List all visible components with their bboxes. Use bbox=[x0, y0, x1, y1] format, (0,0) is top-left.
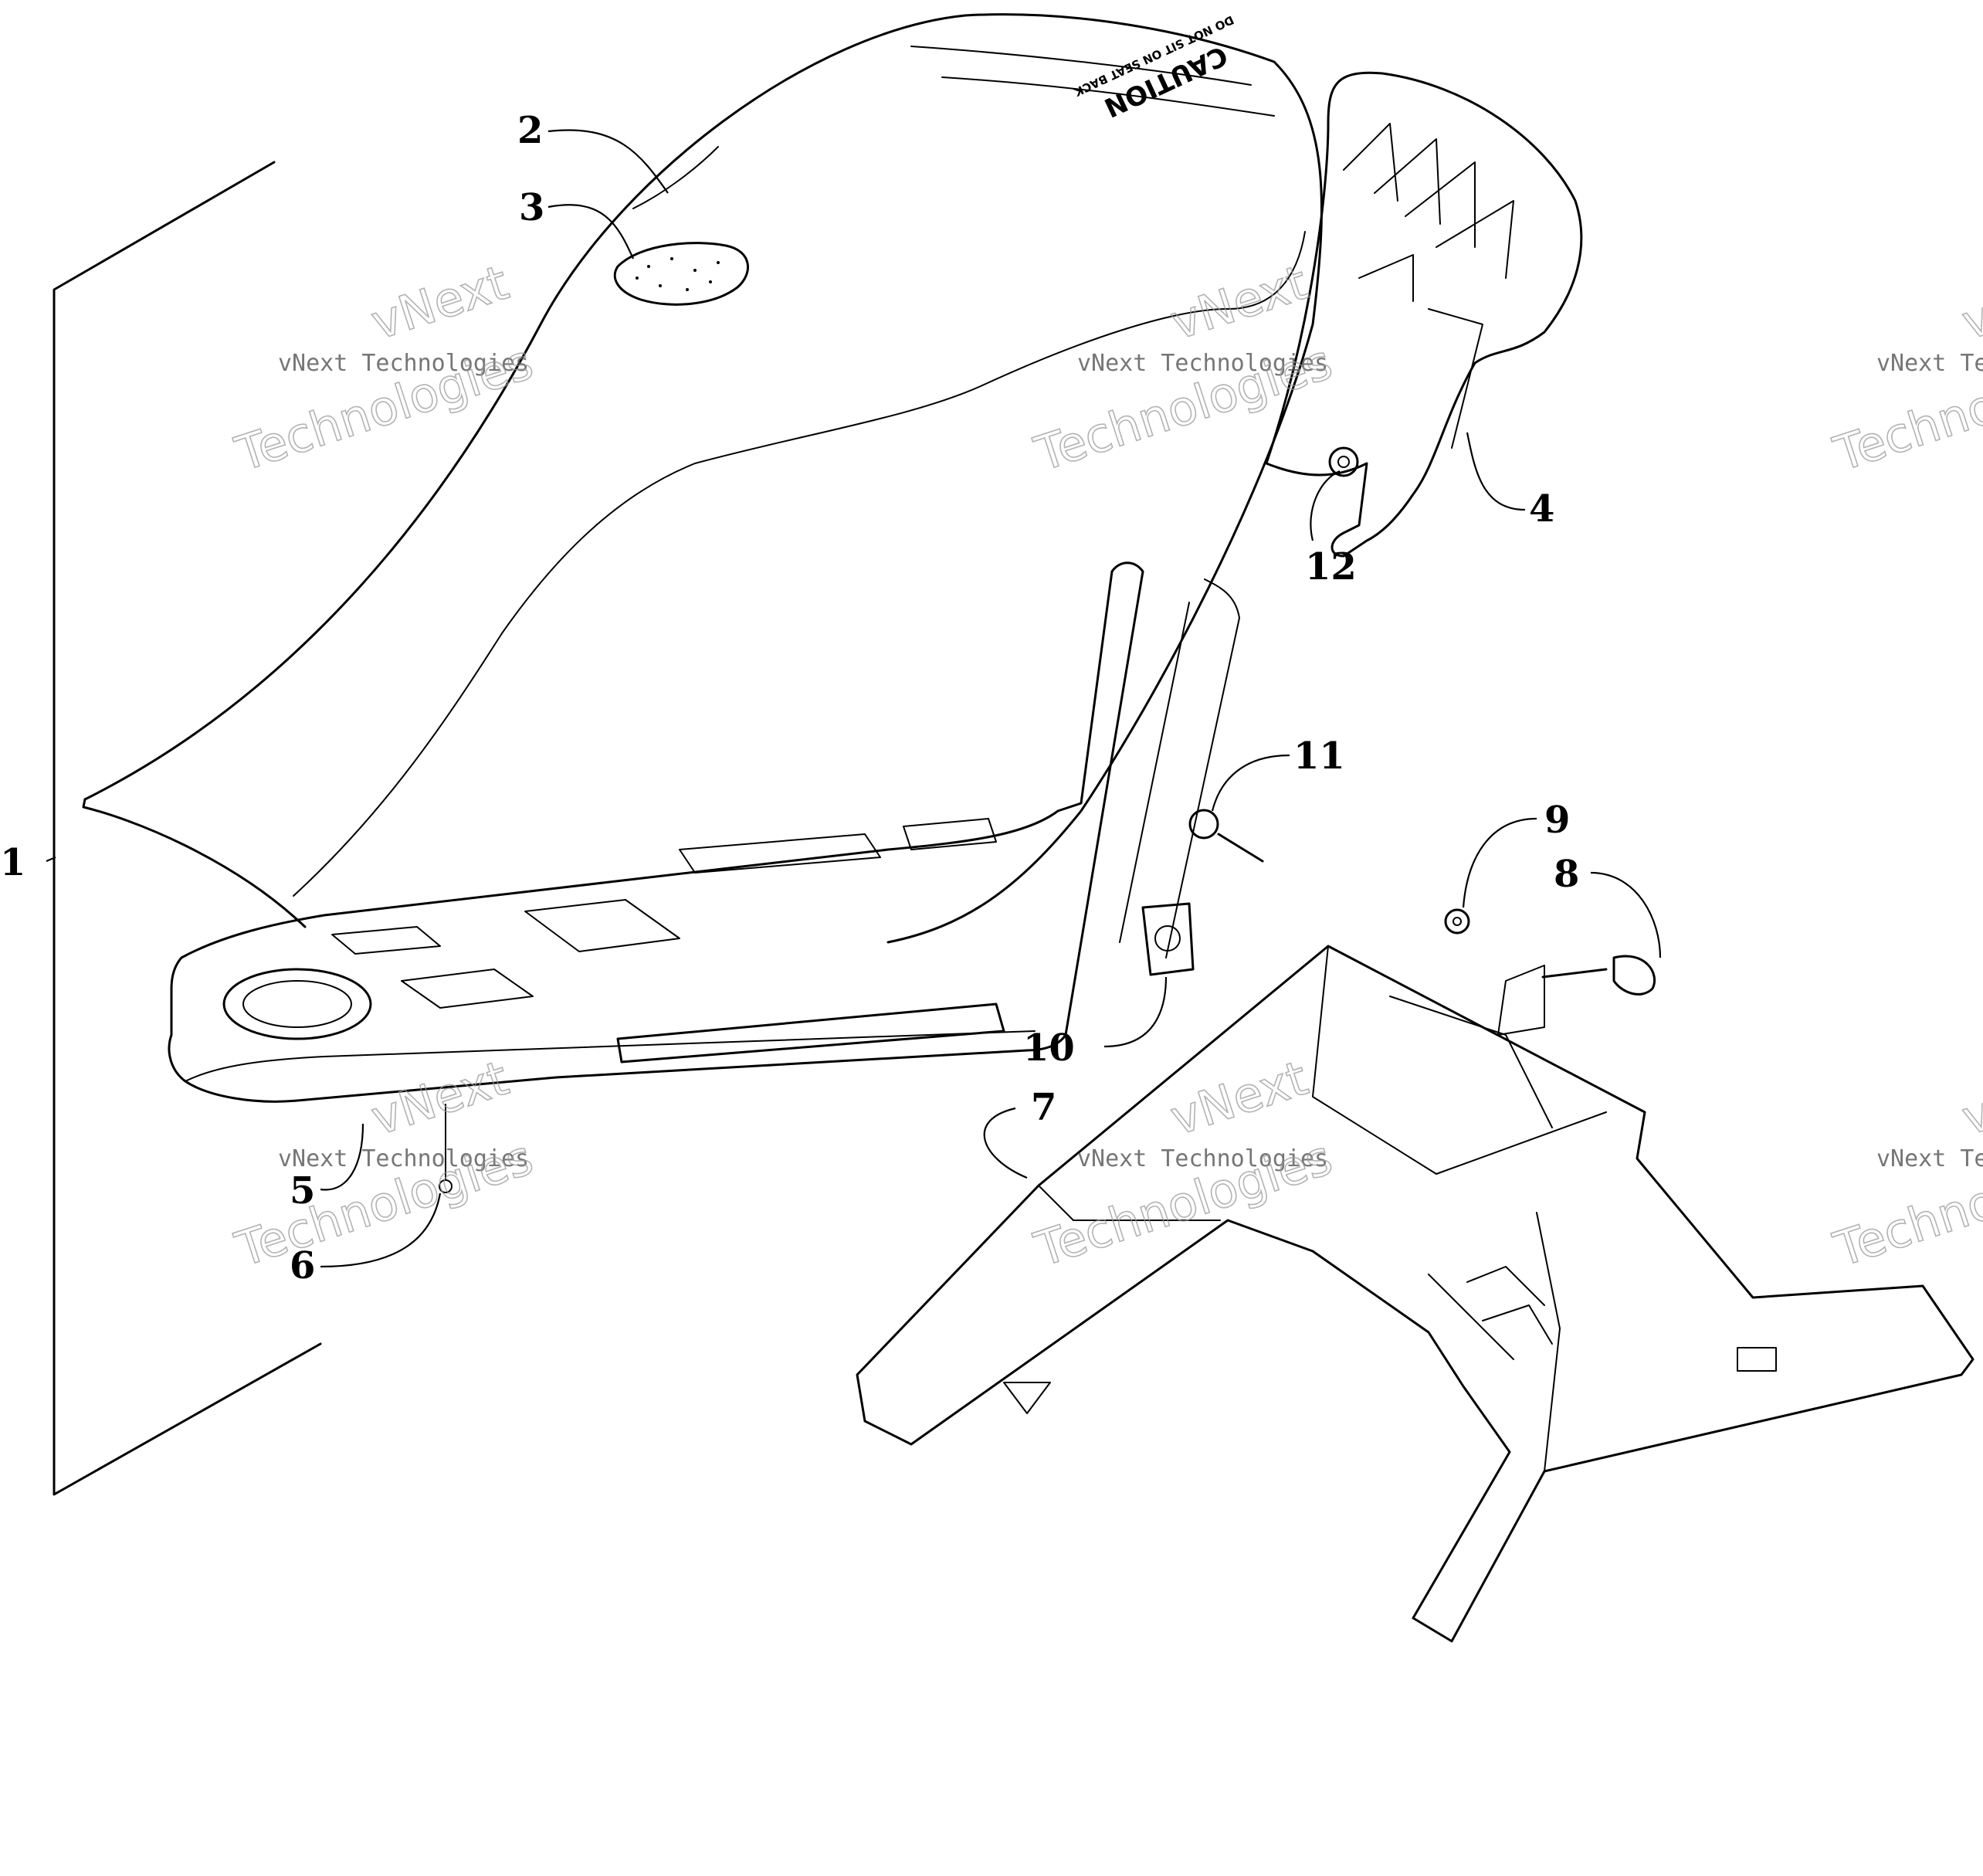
callout-7: 7 bbox=[1031, 1086, 1056, 1129]
clip-nut bbox=[1141, 902, 1195, 976]
rivet-11 bbox=[1188, 809, 1219, 840]
foam-patch bbox=[613, 242, 749, 306]
watermark: vNext vNext Technologies Technologies bbox=[1027, 253, 1339, 483]
svg-text:Techno: Techno bbox=[1827, 1172, 1983, 1278]
svg-text:vNext Te: vNext Te bbox=[1876, 1145, 1983, 1172]
callout-12: 12 bbox=[1305, 545, 1357, 589]
hardware bbox=[439, 809, 1656, 1193]
svg-text:vNext Technologies: vNext Technologies bbox=[278, 350, 529, 377]
svg-text:vNext Technologies: vNext Technologies bbox=[1077, 1145, 1328, 1172]
callout-labels: 1 2 3 4 5 6 7 8 9 10 11 12 bbox=[0, 109, 1579, 1287]
svg-text:vNext: vNext bbox=[1164, 254, 1314, 351]
washer-9 bbox=[1444, 908, 1470, 935]
callout-4: 4 bbox=[1529, 487, 1554, 531]
callout-5: 5 bbox=[290, 1169, 315, 1213]
svg-text:vNext: vNext bbox=[1955, 254, 1983, 351]
watermark: vNext vNext Technologies Technologies bbox=[228, 253, 540, 483]
seat-assembly bbox=[82, 13, 1324, 1103]
callout-2: 2 bbox=[517, 109, 543, 152]
svg-text:vNext Technologies: vNext Technologies bbox=[1077, 350, 1328, 377]
callout-9: 9 bbox=[1544, 799, 1570, 842]
callout-6: 6 bbox=[290, 1244, 315, 1287]
svg-text:vNext Te: vNext Te bbox=[1876, 350, 1983, 377]
svg-text:vNext Technologies: vNext Technologies bbox=[278, 1145, 529, 1172]
svg-text:vNext: vNext bbox=[364, 254, 515, 351]
rear-cowl bbox=[856, 945, 1975, 1643]
callout-10: 10 bbox=[1023, 1026, 1075, 1070]
svg-text:vNext: vNext bbox=[1955, 1050, 1983, 1146]
assembly-bracket bbox=[53, 161, 322, 1496]
callout-1: 1 bbox=[0, 841, 25, 884]
callout-8: 8 bbox=[1554, 853, 1579, 896]
washer-12 bbox=[1328, 446, 1359, 477]
watermark: vNext vNext Technologies Technologies bbox=[228, 1049, 540, 1278]
seat-back bbox=[1265, 71, 1583, 558]
seat-latch-oval bbox=[222, 968, 372, 1040]
svg-text:vNext: vNext bbox=[364, 1050, 515, 1146]
bolt-8 bbox=[1541, 968, 1608, 979]
svg-text:Techno: Techno bbox=[1827, 377, 1983, 483]
leader-lines bbox=[46, 129, 1662, 1268]
callout-3: 3 bbox=[519, 186, 544, 229]
callout-11: 11 bbox=[1293, 734, 1345, 778]
watermark: vNext vNext Te Techno bbox=[1826, 1049, 1983, 1278]
watermark: vNext vNext Te Techno bbox=[1826, 253, 1983, 483]
